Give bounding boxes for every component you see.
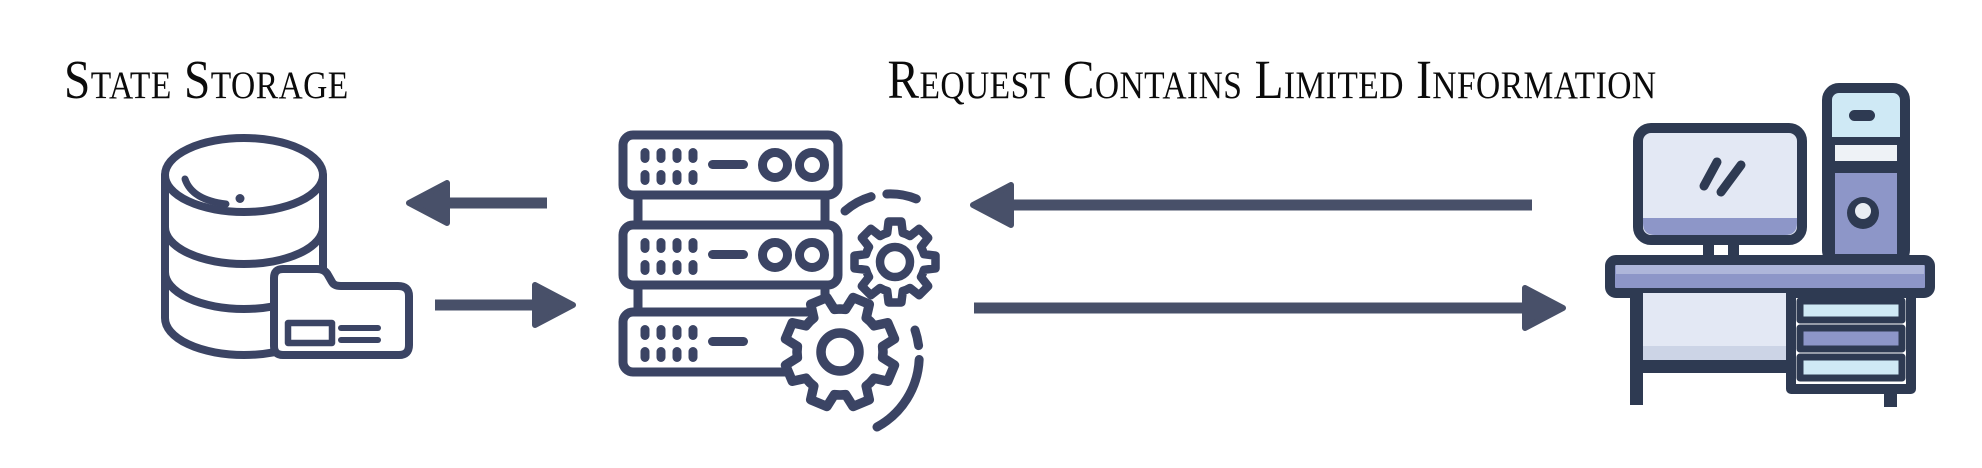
drawer <box>1796 353 1906 382</box>
server-gears-icon <box>618 130 940 432</box>
gear-icon <box>780 292 900 412</box>
arrow-storage-to-server <box>435 282 576 328</box>
arrow-server-to-workstation <box>974 285 1566 331</box>
arrow-server-to-storage <box>406 180 547 226</box>
desk-icon <box>1605 255 1935 407</box>
server-rack-icon <box>618 130 843 377</box>
folder-icon <box>270 265 413 359</box>
request-limited-info-title: Request Contains Limited Information <box>887 49 1657 110</box>
monitor-icon <box>1633 123 1807 262</box>
drawer <box>1796 297 1906 324</box>
tower-pc-icon <box>1822 83 1910 267</box>
drawer <box>1796 324 1906 353</box>
state-storage-title: State Storage <box>64 49 349 110</box>
desktop-desk-icon <box>1605 83 1935 407</box>
gear-icon <box>850 217 940 307</box>
server-led-dots <box>640 148 698 362</box>
arrow-workstation-to-server <box>970 182 1532 228</box>
database-folder-icon <box>161 134 413 359</box>
